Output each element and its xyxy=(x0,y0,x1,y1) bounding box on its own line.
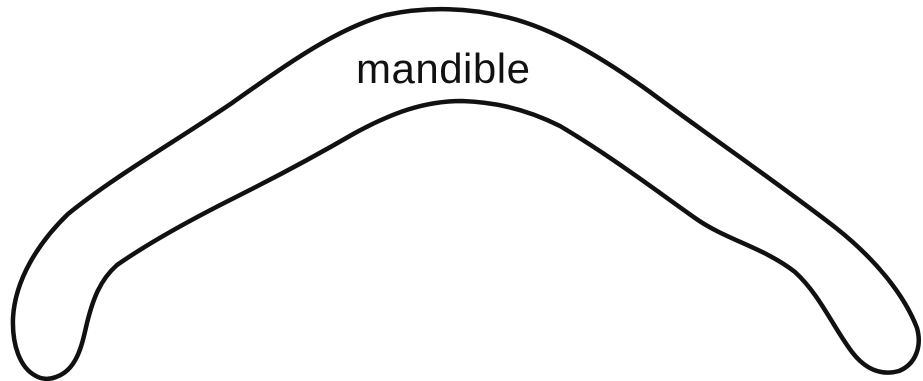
mandible-label: mandible xyxy=(356,42,556,96)
